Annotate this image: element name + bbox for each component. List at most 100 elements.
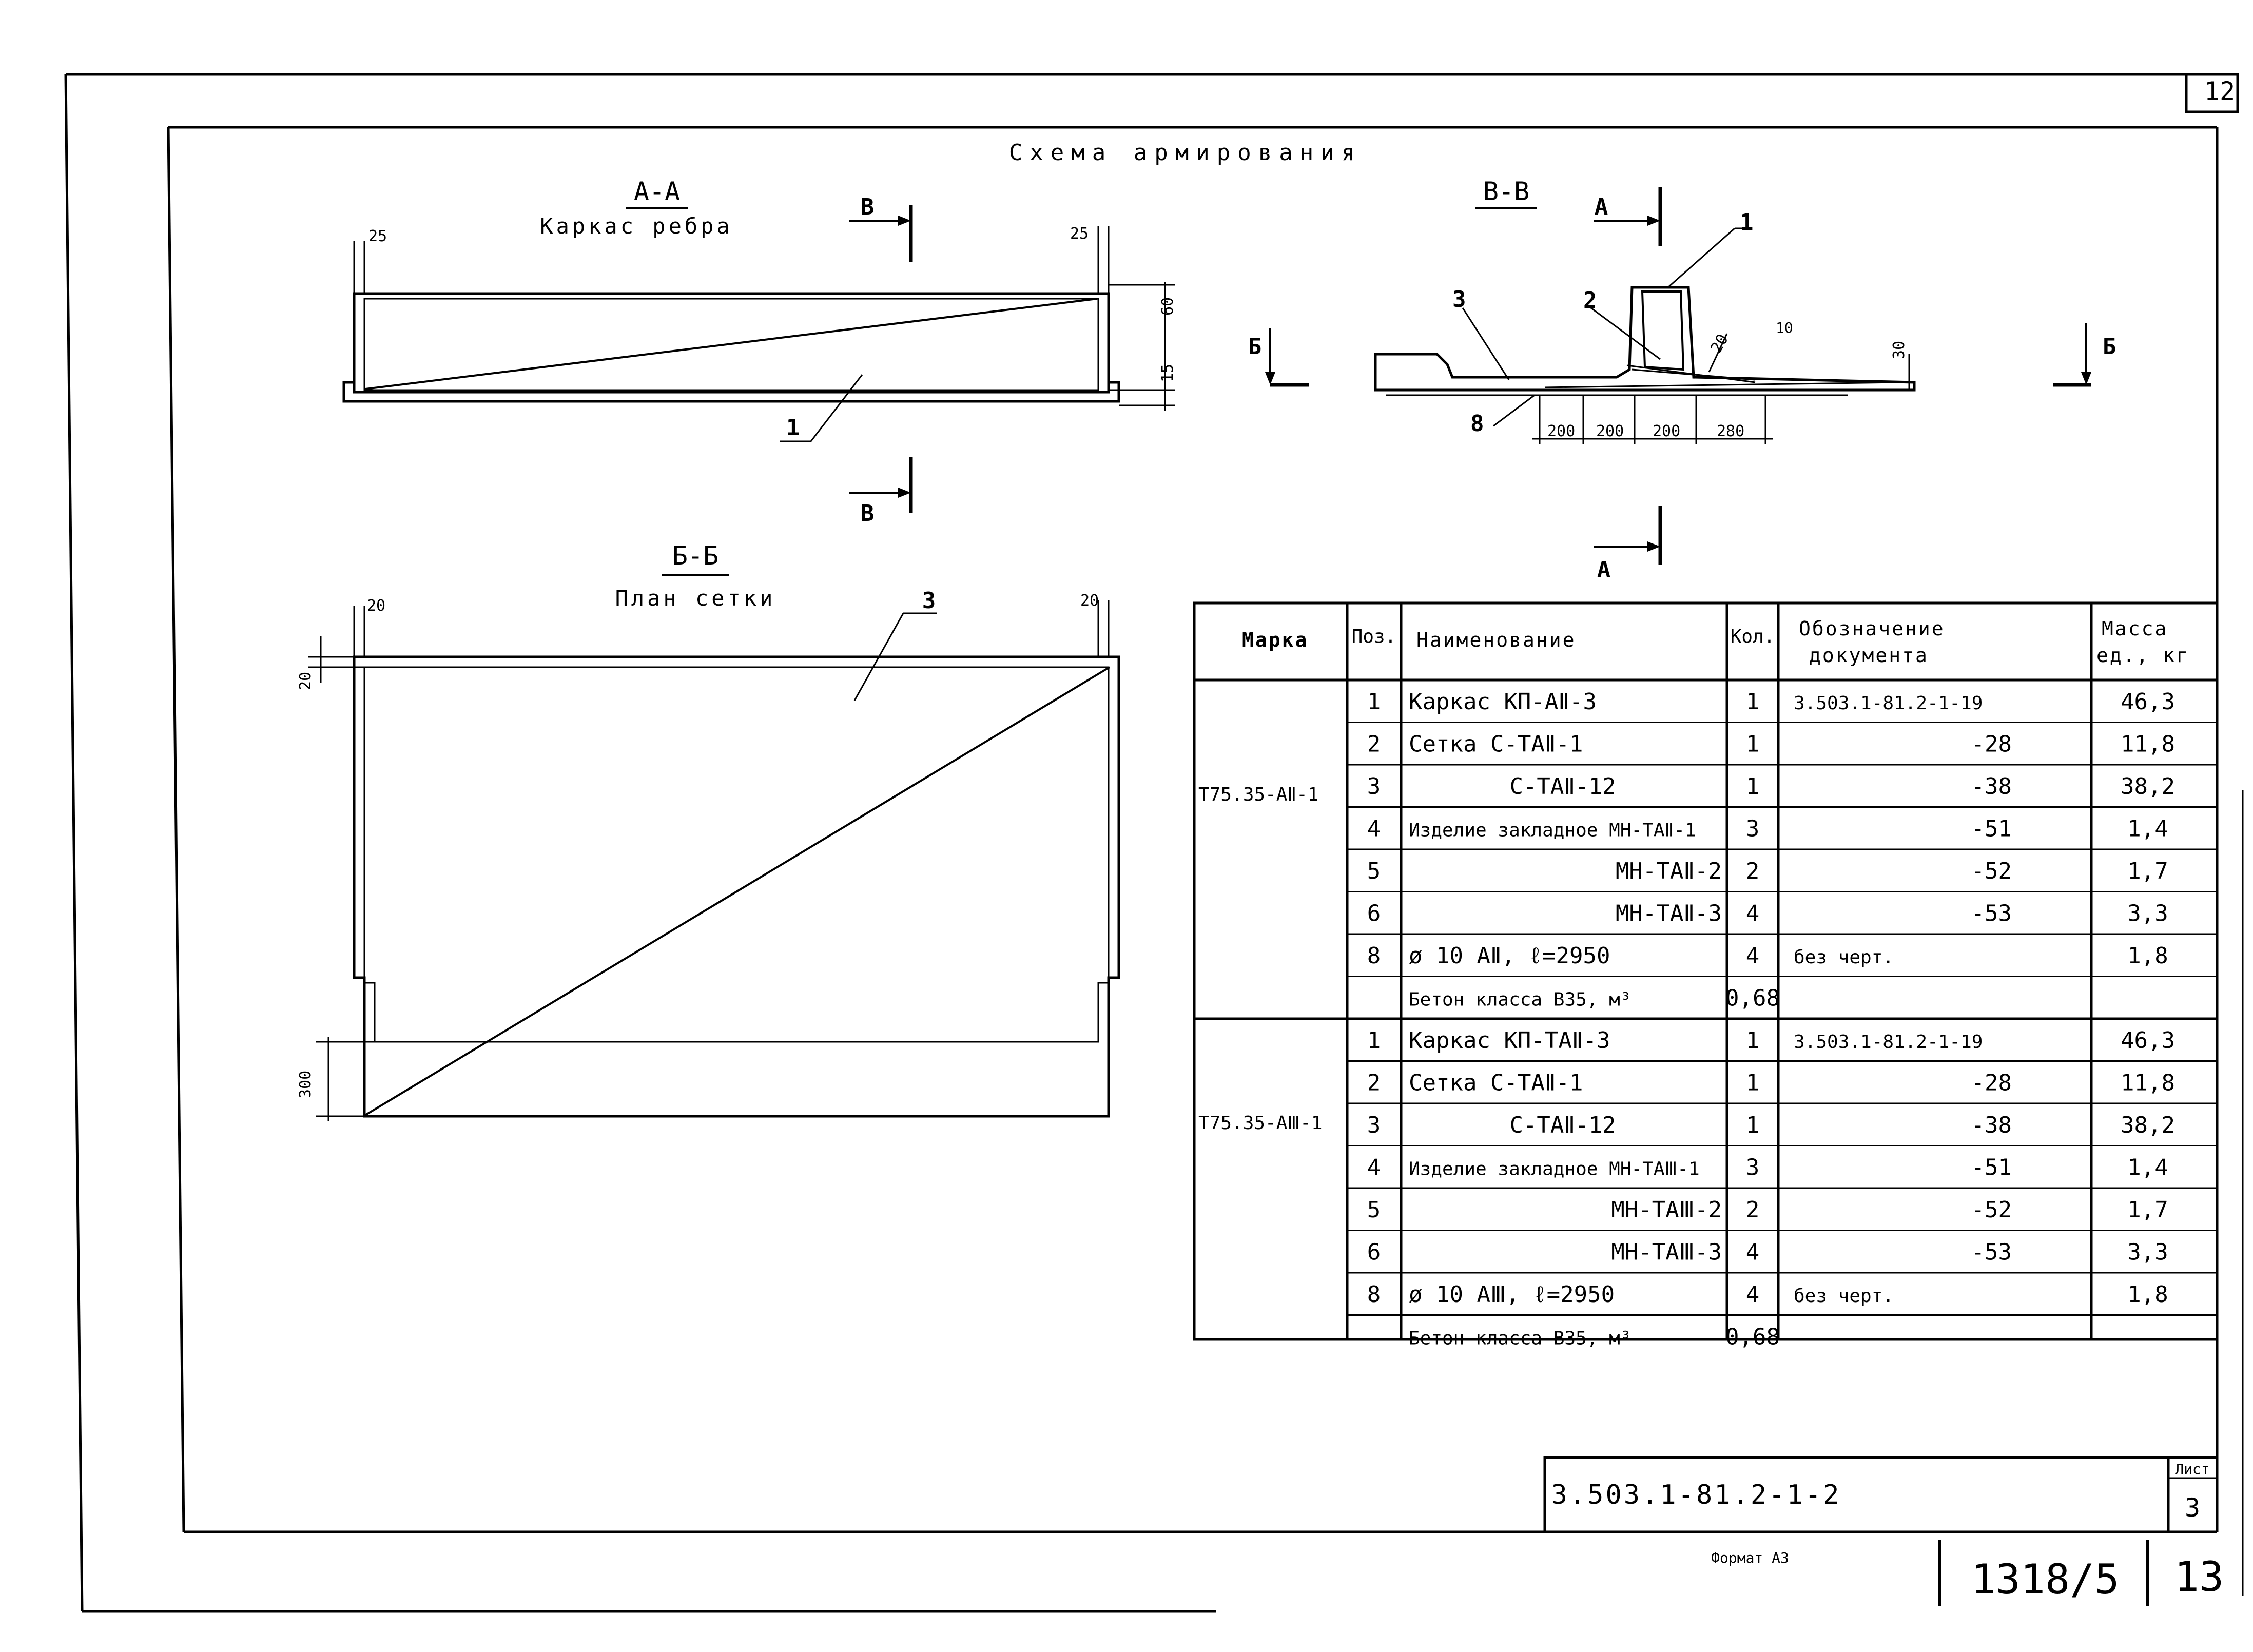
row-doc: -51 <box>1971 816 2012 842</box>
row-mass: 1,4 <box>2127 1155 2168 1181</box>
cut-label-v-top: В <box>861 194 875 220</box>
row-qty: 4 <box>1746 901 1760 927</box>
vv-dim-3: 200 <box>1653 422 1680 440</box>
row-qty: 0,68 <box>1725 985 1780 1012</box>
bb-dim-v-top: 20 <box>297 672 315 690</box>
page-number-bottom: 13 <box>2174 1553 2224 1601</box>
section-aa-label: А-А <box>634 177 680 206</box>
row-pos: 6 <box>1367 901 1381 927</box>
vv-callout-3: 3 <box>1452 286 1466 313</box>
cut-mark-a-top <box>1594 187 1662 246</box>
row-doc: -38 <box>1971 1112 2012 1138</box>
row-mass: 46,3 <box>2121 689 2175 715</box>
row-doc: 3.503.1-81.2-1-19 <box>1794 1032 1983 1053</box>
row-name: ø 10 АⅡ, ℓ=2950 <box>1409 943 1610 969</box>
row-name: МН-ТАⅢ-3 <box>1611 1239 1722 1266</box>
bb-dim-left: 20 <box>367 597 385 615</box>
row-name: Сетка С-ТАⅡ-1 <box>1409 731 1583 757</box>
row-doc: -28 <box>1971 731 2012 757</box>
outer-frame <box>64 73 2244 1613</box>
vv-dim-b: 10 <box>1776 319 1793 336</box>
row-pos: 1 <box>1367 1027 1381 1054</box>
row-pos: 2 <box>1367 731 1381 757</box>
row-qty: 1 <box>1746 689 1760 715</box>
row-name: С-ТАⅡ-12 <box>1509 1112 1616 1138</box>
bb-dim-v-bottom: 300 <box>297 1071 315 1098</box>
row-doc: -52 <box>1971 1197 2012 1223</box>
cut-label-v-bottom: В <box>861 500 875 527</box>
section-bb: Б-Б План сетки 20 20 20 300 3 <box>297 541 1120 1121</box>
section-vv: В-В 200 200 200 280 30 20 <box>1374 177 1916 444</box>
row-qty: 1 <box>1746 731 1760 757</box>
row-pos: 6 <box>1367 1239 1381 1266</box>
section-vv-label: В-В <box>1483 177 1529 206</box>
row-doc: 3.503.1-81.2-1-19 <box>1794 693 1983 714</box>
row-qty: 1 <box>1746 773 1760 800</box>
vv-dim-4: 280 <box>1717 422 1744 440</box>
vv-callout-2: 2 <box>1583 287 1597 314</box>
vv-dim-a: 20 <box>1707 331 1732 356</box>
group-2-mark: Т75.35-АⅢ-1 <box>1198 1113 1323 1134</box>
format-label: Формат А3 <box>1711 1549 1789 1566</box>
row-name: ø 10 АⅢ, ℓ=2950 <box>1409 1281 1615 1308</box>
aa-dim-v1: 60 <box>1159 297 1177 316</box>
row-qty: 1 <box>1746 1027 1760 1054</box>
row-name: Изделие закладное МН-ТАⅢ-1 <box>1409 1159 1700 1180</box>
vv-callout-1: 1 <box>1740 209 1754 236</box>
table-header-qty: Кол. <box>1731 626 1775 647</box>
row-pos: 2 <box>1367 1070 1381 1096</box>
album-block <box>1938 1540 2149 1606</box>
row-doc: без черт. <box>1794 947 1894 968</box>
row-name: Бетон класса В35, м³ <box>1409 989 1631 1010</box>
table-header-pos: Поз. <box>1352 626 1396 647</box>
row-doc: -51 <box>1971 1155 2012 1181</box>
inner-frame <box>167 126 2219 1533</box>
row-qty: 1 <box>1746 1070 1760 1096</box>
row-pos: 4 <box>1367 816 1381 842</box>
table-header-name: Наименование <box>1416 629 1576 651</box>
drawing-title: Схема армирования <box>1009 140 1362 166</box>
group-1-mark: Т75.35-АⅡ-1 <box>1198 784 1318 805</box>
row-name: Каркас КП-АⅡ-3 <box>1409 689 1597 715</box>
row-mass: 1,4 <box>2127 816 2168 842</box>
row-name: МН-ТАⅡ-3 <box>1616 901 1722 927</box>
stamp-code: 3.503.1-81.2-1-2 <box>1551 1480 1841 1510</box>
row-qty: 2 <box>1746 1197 1760 1223</box>
row-doc: -28 <box>1971 1070 2012 1096</box>
cut-mark-v-top <box>849 205 913 262</box>
row-pos: 3 <box>1367 773 1381 800</box>
section-bb-label: Б-Б <box>672 541 718 571</box>
row-pos: 8 <box>1367 943 1381 969</box>
spec-table: Марка Поз. Наименование Кол. Обозначение… <box>1193 601 2219 1350</box>
row-mass: 1,8 <box>2127 943 2168 969</box>
table-header-doc-2: документа <box>1809 644 1929 667</box>
cut-label-b-left: Б <box>1248 334 1262 360</box>
row-mass: 11,8 <box>2121 731 2175 757</box>
row-qty: 2 <box>1746 858 1760 884</box>
row-qty: 3 <box>1746 1155 1760 1181</box>
cut-mark-b-left <box>1265 328 1309 387</box>
row-name: Изделие закладное МН-ТАⅡ-1 <box>1409 820 1696 841</box>
row-pos: 4 <box>1367 1155 1381 1181</box>
row-name: Каркас КП-ТАⅡ-3 <box>1409 1027 1610 1054</box>
row-doc: без черт. <box>1794 1286 1894 1307</box>
row-doc: -53 <box>1971 1239 2012 1266</box>
row-pos: 5 <box>1367 1197 1381 1223</box>
page-number-top: 12 <box>2204 76 2235 106</box>
cut-mark-v-bottom <box>849 457 913 513</box>
album-number: 1318/5 <box>1971 1556 2120 1603</box>
row-mass: 46,3 <box>2121 1027 2175 1054</box>
row-doc: -53 <box>1971 901 2012 927</box>
table-header-mass-2: ед., кг <box>2096 644 2189 667</box>
row-mass: 3,3 <box>2127 1239 2168 1266</box>
row-name: МН-ТАⅢ-2 <box>1611 1197 1722 1223</box>
aa-dim-v2: 15 <box>1159 364 1177 382</box>
table-header-mark: Марка <box>1242 629 1308 651</box>
table-header-doc-1: Обозначение <box>1799 617 1945 640</box>
stamp-sheet-label: Лист <box>2175 1461 2209 1478</box>
table-header-mass-1: Масса <box>2102 617 2168 640</box>
row-name: Бетон класса В35, м³ <box>1409 1328 1631 1349</box>
vv-dim-2: 200 <box>1596 422 1624 440</box>
aa-dim-right: 25 <box>1070 225 1089 243</box>
row-mass: 1,8 <box>2127 1281 2168 1308</box>
